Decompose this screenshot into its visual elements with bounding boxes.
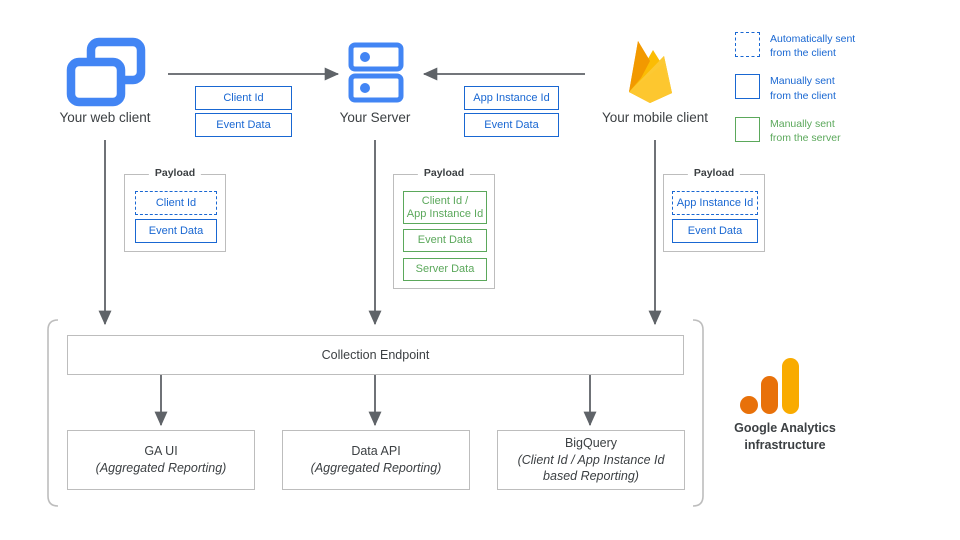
legend-text-manual-client: Manually sent from the client <box>770 74 836 102</box>
legend-item-manual-server: Manually sent from the server <box>735 116 855 145</box>
payload-web-item-event-data: Event Data <box>135 219 217 243</box>
data-api-name: Data API <box>351 444 401 459</box>
payload-group-web: Payload Client Id Event Data <box>124 167 226 252</box>
ga-ui-name: GA UI <box>144 444 178 459</box>
transfer-chip-event-data: Event Data <box>195 113 292 137</box>
payload-server-item-server-data: Server Data <box>403 258 487 281</box>
mobile-client-node <box>620 36 682 108</box>
legend-line-1: Automatically sent <box>770 33 856 45</box>
server-node <box>348 42 404 104</box>
server-racks-icon <box>348 42 404 103</box>
collection-endpoint-box: Collection Endpoint <box>67 335 684 375</box>
payload-server-item-event-data: Event Data <box>403 229 487 252</box>
legend-line-2: from the client <box>770 89 836 102</box>
transfer-chip-event-data-mobile: Event Data <box>464 113 559 137</box>
infrastructure-bracket-left <box>47 319 59 507</box>
payload-group-server: Payload Client Id / App Instance Id Even… <box>393 167 495 289</box>
collection-endpoint-label: Collection Endpoint <box>321 347 430 362</box>
transfer-chip-app-instance-id: App Instance Id <box>464 86 559 110</box>
server-label: Your Server <box>339 110 411 125</box>
solid-blue-square-icon <box>735 74 760 100</box>
payload-web-item-client-id: Client Id <box>135 191 217 215</box>
legend-line-2: from the client <box>770 47 836 60</box>
web-client-node <box>65 36 147 108</box>
ga-ui-detail: (Aggregated Reporting) <box>95 461 227 476</box>
legend-item-automatic-client: Automatically sent from the client <box>735 32 855 60</box>
destination-box-bigquery: BigQuery (Client Id / App Instance Id ba… <box>497 430 685 490</box>
data-api-detail: (Aggregated Reporting) <box>310 461 442 476</box>
payload-group-mobile: Payload App Instance Id Event Data <box>663 167 765 252</box>
dashed-blue-square-icon <box>735 32 760 57</box>
destination-box-ga-ui: GA UI (Aggregated Reporting) <box>67 430 255 490</box>
legend-line-1: Manually sent <box>770 75 835 88</box>
payload-server-title: Payload <box>417 167 471 179</box>
google-analytics-logo <box>740 358 799 414</box>
payload-mobile-title: Payload <box>687 167 741 179</box>
infrastructure-bracket-right <box>692 319 704 507</box>
browser-windows-icon <box>66 37 146 107</box>
payload-mobile-item-event-data: Event Data <box>672 219 758 243</box>
solid-green-square-icon <box>735 116 760 142</box>
legend-line-2: from the server <box>770 131 841 144</box>
web-client-label: Your web client <box>59 110 151 125</box>
ga-logo-node <box>740 358 802 414</box>
payload-web-title: Payload <box>148 167 202 179</box>
legend-text-manual-server: Manually sent from the server <box>770 117 841 145</box>
payload-server-item-ids: Client Id / App Instance Id <box>403 191 487 224</box>
bigquery-detail: (Client Id / App Instance Id based Repor… <box>517 453 665 484</box>
destination-box-data-api: Data API (Aggregated Reporting) <box>282 430 470 490</box>
legend-item-manual-client: Manually sent from the client <box>735 74 855 102</box>
mobile-client-label: Your mobile client <box>601 110 709 125</box>
transfer-chip-client-id: Client Id <box>195 86 292 110</box>
legend: Automatically sent from the client Manua… <box>735 32 855 159</box>
payload-mobile-item-app-instance-id: App Instance Id <box>672 191 758 215</box>
legend-line-1: Manually sent <box>770 117 835 130</box>
ga-infrastructure-caption: Google Analytics infrastructure <box>734 421 836 452</box>
firebase-flame-icon <box>629 41 672 103</box>
bigquery-name: BigQuery <box>564 436 618 451</box>
legend-text-automatic-client: Automatically sent from the client <box>770 32 855 60</box>
